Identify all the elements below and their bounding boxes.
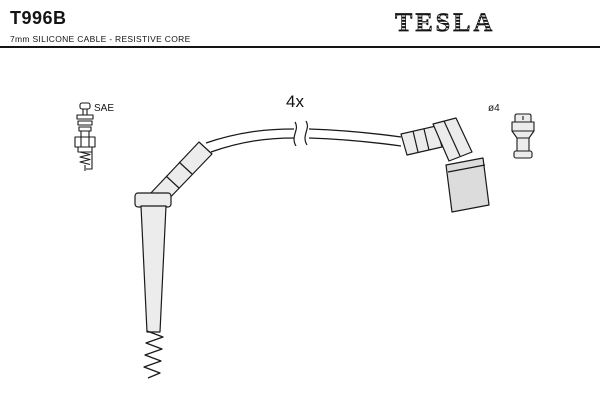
sae-label: SAE — [94, 103, 115, 114]
cable-left-boot — [134, 141, 213, 333]
terminal-tip-icon — [511, 113, 535, 159]
cable-description: 7mm SILICONE CABLE - RESISTIVE CORE — [10, 34, 191, 44]
part-number: T996B — [10, 8, 67, 28]
cable — [205, 128, 402, 153]
tesla-brand-logo: TESLA — [395, 8, 495, 38]
cable-right-boot — [400, 117, 490, 213]
spark-plug-icon — [74, 102, 96, 171]
quantity-label: 4x — [286, 92, 304, 111]
conductor-spring — [143, 330, 164, 379]
header-divider — [0, 46, 600, 48]
terminal-diameter-label: ø4 — [488, 103, 500, 114]
brand-wordmark: TESLA — [395, 8, 495, 37]
cable-break-symbol — [293, 120, 309, 147]
